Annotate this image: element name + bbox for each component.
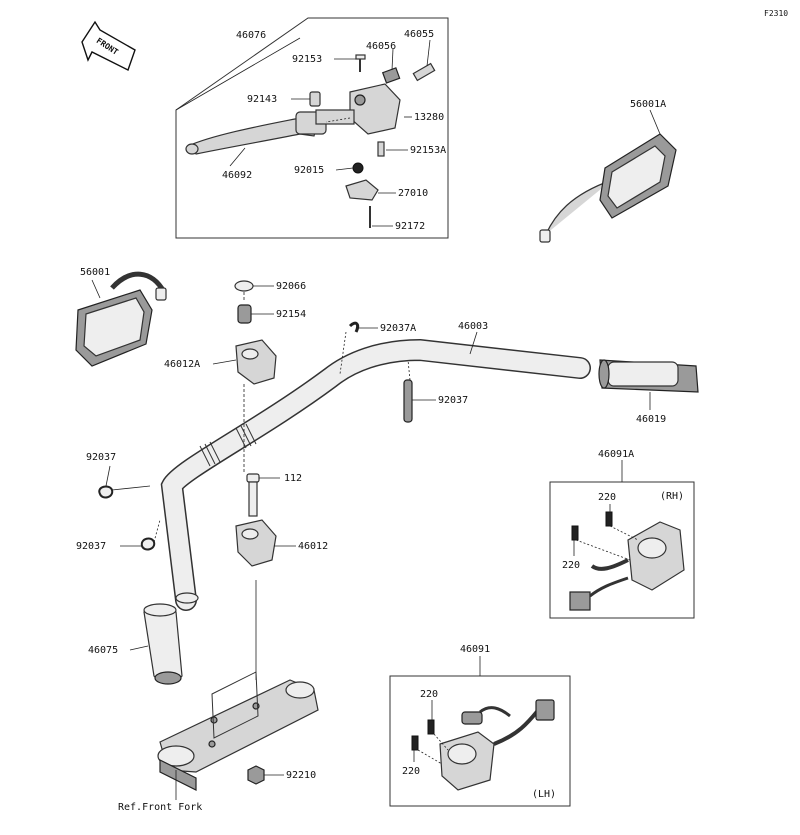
- clutch-lever-group-box: [175, 17, 449, 239]
- switch-housing-right-part: [569, 521, 685, 611]
- screw-46055-part: [412, 62, 436, 82]
- callout-92066: 92066: [276, 281, 306, 292]
- clip-92037-left-bot-part: [140, 537, 156, 551]
- callout-92015: 92015: [294, 165, 324, 176]
- callout-92153A: 92153A: [410, 145, 446, 156]
- callout-220-lh-b: 220: [402, 766, 420, 777]
- callout-46091A: 46091A: [598, 449, 634, 460]
- bolt-92153-part: [355, 54, 366, 72]
- figure-code: F2310: [764, 9, 788, 18]
- grip-right-part: [598, 359, 699, 393]
- mirror-left-part: [75, 271, 167, 367]
- holder-lower-46012-part: [235, 519, 277, 567]
- nut-92210-part: [247, 765, 265, 785]
- callout-46056: 46056: [366, 41, 396, 52]
- screws-220-rh-part: [571, 511, 613, 541]
- callout-92037A: 92037A: [380, 323, 416, 334]
- callout-46012: 46012: [298, 541, 328, 552]
- callout-46003: 46003: [458, 321, 488, 332]
- switch-27010-part: [345, 179, 379, 201]
- nut-92015-part: [352, 162, 364, 174]
- callout-46019: 46019: [636, 414, 666, 425]
- clutch-lever-part: [185, 111, 327, 155]
- callout-46076: 46076: [236, 30, 266, 41]
- clip-92037-left-top-part: [98, 485, 114, 499]
- callout-92037-left-bot: 92037: [76, 541, 106, 552]
- collar-92143-part: [309, 91, 321, 107]
- holder-upper-46012A-part: [235, 339, 277, 385]
- grip-left-part: [143, 603, 183, 685]
- callout-220-rh-b: 220: [562, 560, 580, 571]
- callout-92172: 92172: [395, 221, 425, 232]
- callout-92154: 92154: [276, 309, 306, 320]
- callout-92037-mid: 92037: [438, 395, 468, 406]
- callout-92143: 92143: [247, 94, 277, 105]
- callout-56001: 56001: [80, 267, 110, 278]
- side-tag-left: (LH): [532, 789, 556, 800]
- bolt-92154-part: [237, 304, 252, 324]
- callout-92037-left-top: 92037: [86, 452, 116, 463]
- callout-46012A: 46012A: [164, 359, 200, 370]
- clip-92037-mid-part: [403, 379, 413, 423]
- ref-front-fork-label: Ref.Front Fork: [118, 802, 202, 813]
- cap-92066-part: [234, 280, 254, 292]
- callout-27010: 27010: [398, 188, 428, 199]
- lever-holder-part: [315, 83, 401, 135]
- callout-220-rh-a: 220: [598, 492, 616, 503]
- bolt-112-part: [246, 473, 260, 517]
- callout-46075: 46075: [88, 645, 118, 656]
- callout-46092: 46092: [222, 170, 252, 181]
- callout-92153: 92153: [292, 54, 322, 65]
- handlebar-part: [160, 338, 591, 611]
- mirror-right-part: [539, 133, 677, 243]
- side-tag-right: (RH): [660, 491, 684, 502]
- screw-92153A-part: [377, 141, 385, 157]
- callout-46091: 46091: [460, 644, 490, 655]
- front-direction-arrow-icon: FRONT: [81, 20, 136, 71]
- clip-92037A-part: [348, 321, 360, 333]
- plate-46056-part: [381, 67, 401, 84]
- callout-112: 112: [284, 473, 302, 484]
- callout-13280: 13280: [414, 112, 444, 123]
- screws-220-lh-part: [411, 719, 435, 751]
- callout-220-lh-a: 220: [420, 689, 438, 700]
- callout-46055: 46055: [404, 29, 434, 40]
- switch-housing-left-part: [439, 699, 555, 791]
- callout-92210: 92210: [286, 770, 316, 781]
- callout-56001A: 56001A: [630, 99, 666, 110]
